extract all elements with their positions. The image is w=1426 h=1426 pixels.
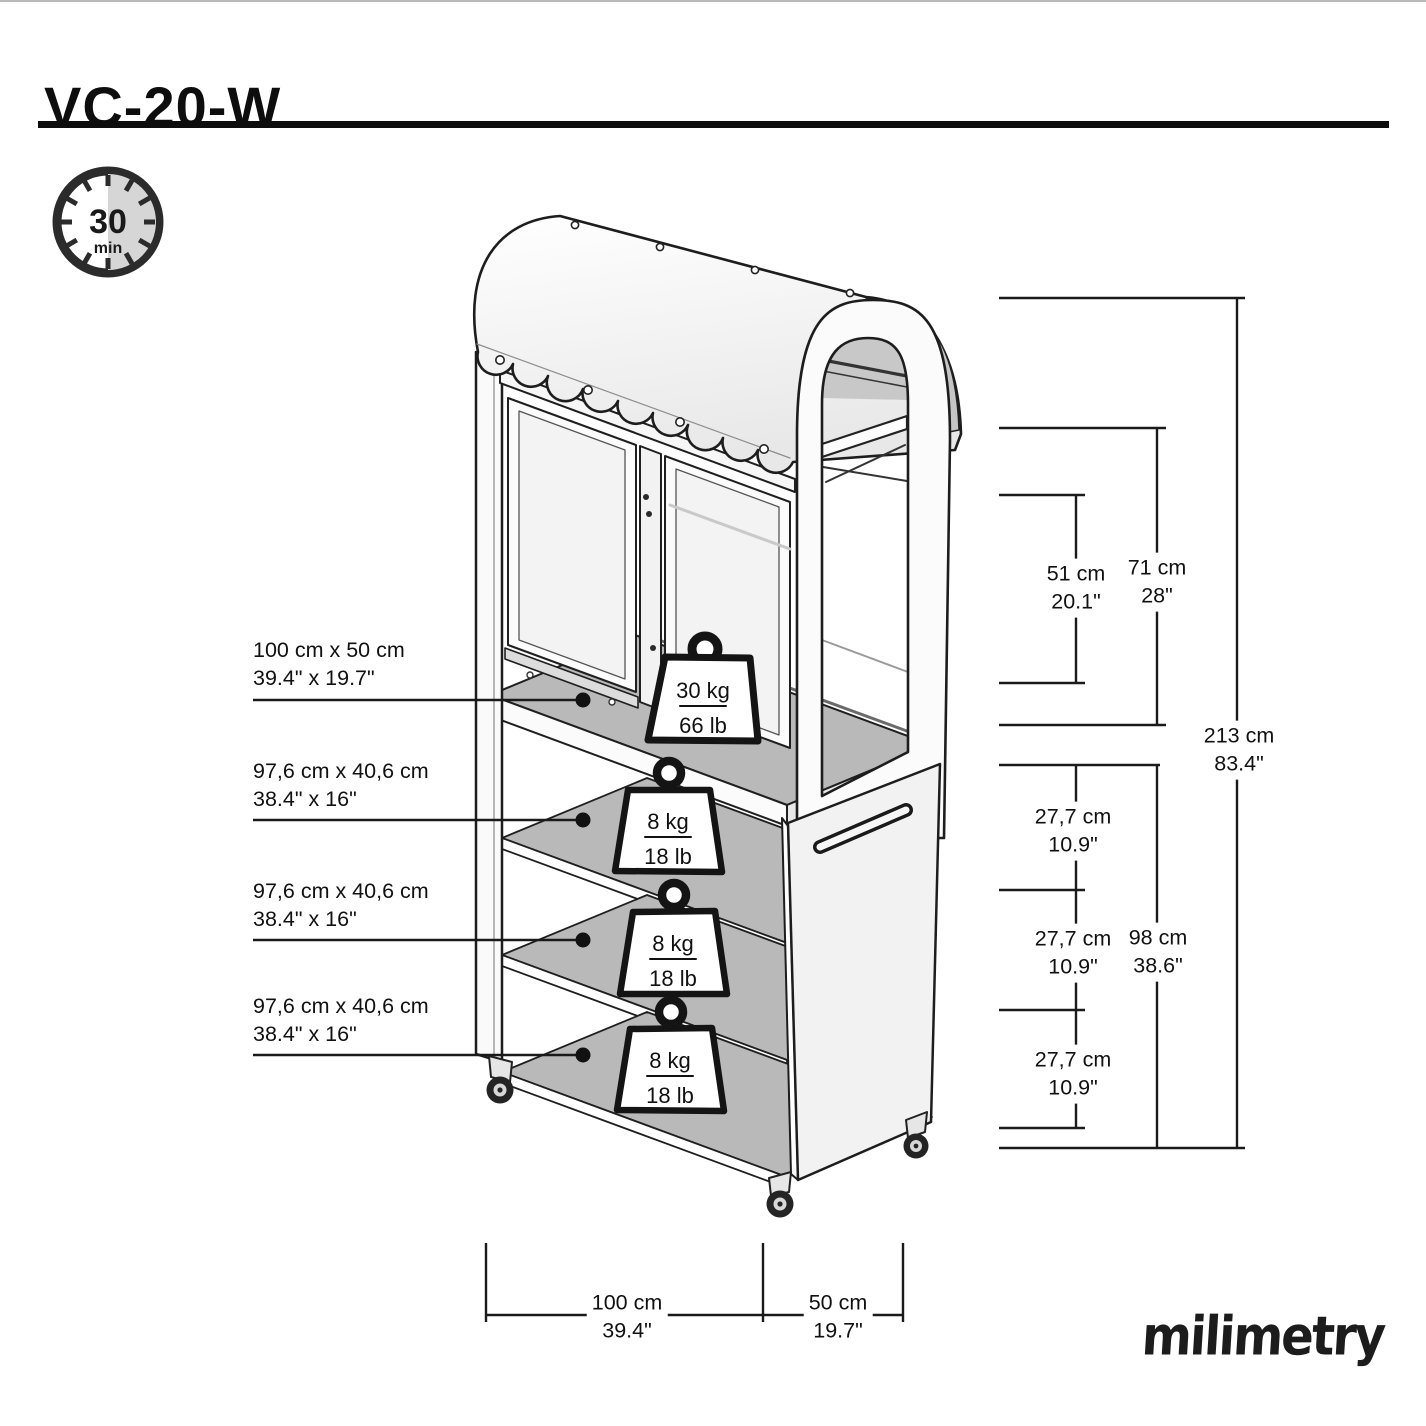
cart-illustration: 30 kg 66 lb 8 kg 18 lb 8 kg 18 lb 8 kg 1… bbox=[473, 214, 963, 1218]
arch-interior bbox=[820, 334, 909, 673]
weight-badge-shelf-3: 8 kg 18 lb bbox=[616, 878, 731, 998]
dim-71cm-label: 71 cm 28" bbox=[1122, 552, 1192, 612]
shelf-size-imperial: 38.4" x 16" bbox=[253, 1022, 357, 1047]
weight-badge-shelf-4: 8 kg 18 lb bbox=[613, 995, 728, 1115]
dim-metric: 98 cm bbox=[1128, 925, 1188, 950]
dim-51cm-label: 51 cm 20.1" bbox=[1041, 558, 1111, 618]
brand-logo: milimetry bbox=[1140, 1305, 1386, 1368]
dim-metric: 51 cm bbox=[1046, 561, 1106, 586]
shelf-size-label-3: 97,6 cm x 40,6 cm 38.4" x 16" bbox=[253, 877, 429, 934]
weight-badge-shelf-2: 8 kg 18 lb bbox=[611, 756, 726, 876]
shelf-size-imperial: 38.4" x 16" bbox=[253, 787, 357, 812]
dim-imperial: 38.6" bbox=[1133, 954, 1183, 978]
weight-metric: 8 kg bbox=[652, 931, 694, 956]
shelf-size-metric: 97,6 cm x 40,6 cm bbox=[253, 759, 429, 783]
dim-277cm-label-3: 27,7 cm 10.9" bbox=[1029, 1044, 1117, 1104]
dim-imperial: 10.9" bbox=[1048, 833, 1098, 857]
cabinet-end-panel bbox=[781, 762, 942, 1182]
shelf-size-label-1: 100 cm x 50 cm 39.4" x 19.7" bbox=[253, 636, 405, 693]
caster-front-right bbox=[766, 1171, 794, 1218]
weight-imperial: 66 lb bbox=[679, 713, 727, 738]
clock-minutes-value: 30 bbox=[89, 203, 127, 241]
shelf-size-imperial: 39.4" x 19.7" bbox=[253, 666, 375, 691]
dim-imperial: 19.7" bbox=[813, 1319, 863, 1343]
dim-imperial: 28" bbox=[1141, 584, 1173, 608]
dim-277cm-label-1: 27,7 cm 10.9" bbox=[1029, 801, 1117, 861]
window-top-edge bbox=[0, 0, 1426, 2]
dim-imperial: 39.4" bbox=[602, 1319, 652, 1343]
dim-imperial: 83.4" bbox=[1214, 752, 1264, 776]
dim-98cm-label: 98 cm 38.6" bbox=[1123, 922, 1193, 982]
weight-imperial: 18 lb bbox=[649, 966, 697, 991]
dim-imperial: 10.9" bbox=[1048, 1076, 1098, 1100]
dim-metric: 213 cm bbox=[1203, 723, 1275, 748]
dim-metric: 71 cm bbox=[1127, 555, 1187, 580]
dim-metric: 100 cm bbox=[591, 1290, 663, 1315]
caster-front-left bbox=[486, 1055, 514, 1104]
shelf-size-label-4: 97,6 cm x 40,6 cm 38.4" x 16" bbox=[253, 992, 429, 1049]
front-left-post bbox=[474, 350, 504, 1064]
weight-metric: 8 kg bbox=[647, 809, 689, 834]
weight-badge-top-shelf: 30 kg 66 lb bbox=[644, 631, 762, 745]
assembly-time-clock-icon: 30 min bbox=[52, 166, 164, 278]
cabinet-handle bbox=[813, 803, 913, 854]
weight-imperial: 18 lb bbox=[644, 844, 692, 869]
shelf-size-label-2: 97,6 cm x 40,6 cm 38.4" x 16" bbox=[253, 757, 429, 814]
weight-metric: 30 kg bbox=[676, 678, 730, 703]
shelf-leader-lines bbox=[253, 692, 591, 1063]
weight-metric: 8 kg bbox=[649, 1048, 691, 1073]
end-arch-frame bbox=[795, 298, 952, 840]
shelf-size-imperial: 38.4" x 16" bbox=[253, 907, 357, 932]
dim-50cm-label: 50 cm 19.7" bbox=[803, 1287, 873, 1347]
dim-metric: 27,7 cm bbox=[1034, 804, 1112, 829]
shelf-size-metric: 97,6 cm x 40,6 cm bbox=[253, 994, 429, 1018]
dim-metric: 27,7 cm bbox=[1034, 1047, 1112, 1072]
title-divider bbox=[38, 121, 1389, 128]
caster-back-right bbox=[903, 1111, 929, 1159]
dim-213cm-label: 213 cm 83.4" bbox=[1198, 720, 1280, 780]
shelf-size-metric: 97,6 cm x 40,6 cm bbox=[253, 879, 429, 903]
dim-277cm-label-2: 27,7 cm 10.9" bbox=[1029, 923, 1117, 983]
dim-metric: 50 cm bbox=[808, 1290, 868, 1315]
shelf-size-metric: 100 cm x 50 cm bbox=[253, 638, 405, 662]
dim-imperial: 10.9" bbox=[1048, 955, 1098, 979]
weight-imperial: 18 lb bbox=[646, 1083, 694, 1108]
roof-screws bbox=[494, 220, 855, 454]
clock-minutes-unit: min bbox=[94, 240, 122, 257]
dim-metric: 27,7 cm bbox=[1034, 926, 1112, 951]
dim-imperial: 20.1" bbox=[1051, 590, 1101, 614]
dim-100cm-label: 100 cm 39.4" bbox=[586, 1287, 668, 1347]
